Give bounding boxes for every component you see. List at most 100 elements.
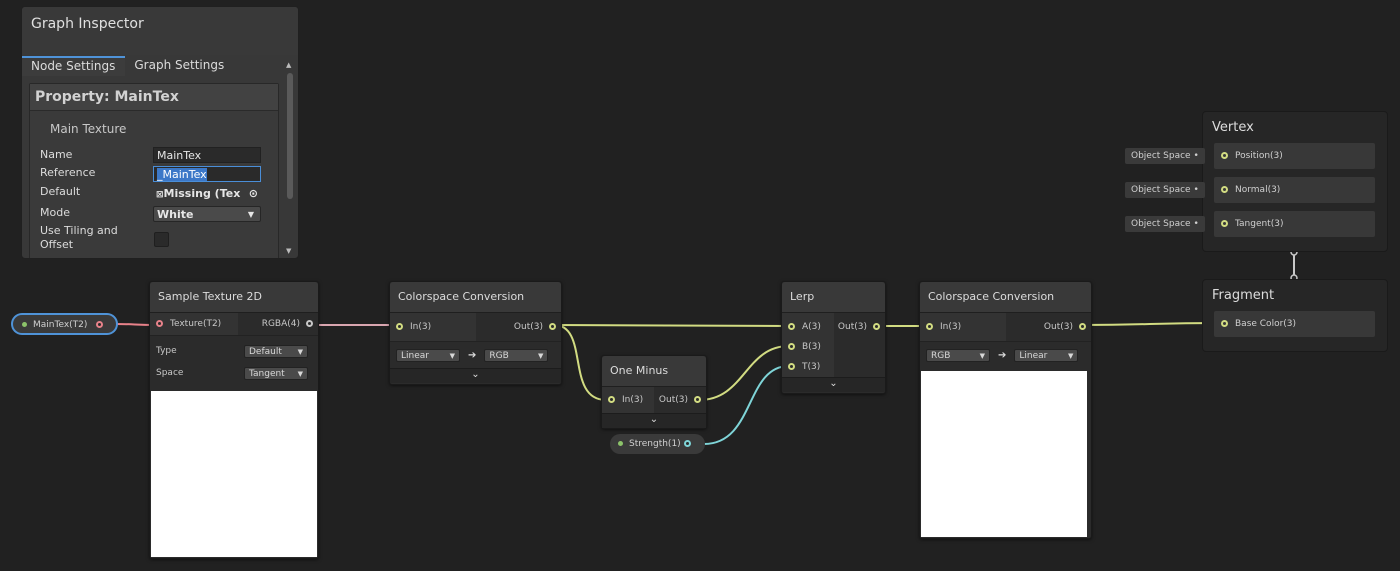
chevron-down-icon: ▼ [979, 351, 985, 360]
cc1-input-port[interactable]: In(3) [390, 313, 476, 341]
oneminus-input-label: In(3) [622, 395, 644, 405]
small-dot-icon: • [1193, 219, 1199, 229]
lerp-input-a[interactable]: A(3) [782, 317, 834, 337]
cc1-expand-button[interactable]: ⌄ [390, 368, 561, 383]
arrow-right-icon: ➔ [468, 349, 477, 361]
scroll-thumb[interactable] [287, 73, 293, 199]
cc2-to-dropdown[interactable]: Linear▼ [1014, 348, 1079, 362]
lerp-a-label: A(3) [802, 322, 821, 332]
fragment-context[interactable]: Fragment Base Color(3) [1202, 279, 1388, 352]
tiling-label-line-1: Use Tiling and [40, 224, 118, 237]
type-dropdown[interactable]: Default▼ [244, 344, 308, 358]
position-label: Position(3) [1235, 151, 1283, 161]
node-title: Sample Texture 2D [150, 282, 318, 313]
strength-output-port[interactable] [684, 440, 691, 447]
object-picker-icon[interactable]: ⊙ [248, 187, 258, 200]
port-dot [1079, 323, 1086, 330]
normal-space-context[interactable]: Object Space • [1125, 182, 1205, 198]
cc2-input-label: In(3) [940, 322, 962, 332]
maintex-property-node[interactable]: MainTex(T2) [12, 314, 117, 334]
port-dot [549, 323, 556, 330]
context-label: Object Space [1131, 219, 1191, 229]
port-dot [1221, 220, 1228, 227]
cc2-output-port[interactable]: Out(3) [1006, 313, 1092, 341]
mode-dropdown[interactable]: White▼ [153, 206, 261, 222]
cc2-input-port[interactable]: In(3) [920, 313, 1006, 341]
chevron-down-icon: ▼ [449, 351, 455, 360]
reference-value: _MainTex [157, 168, 207, 181]
scroll-down-icon[interactable]: ▼ [286, 247, 292, 255]
oneminus-output-label: Out(3) [658, 395, 688, 405]
vertex-block-position[interactable]: Position(3) [1214, 143, 1375, 169]
arrow-right-icon: ➔ [998, 349, 1007, 361]
cc1-to-dropdown[interactable]: RGB▼ [484, 348, 549, 362]
vertex-block-tangent[interactable]: Tangent(3) [1214, 211, 1375, 237]
small-dot-icon: • [1193, 185, 1199, 195]
node-title: One Minus [602, 356, 706, 387]
tangent-space-context[interactable]: Object Space • [1125, 216, 1205, 232]
conversion-preview [921, 371, 1087, 537]
chevron-down-icon: ▼ [297, 347, 303, 356]
wire-oneminus-to-lerp-b [698, 345, 790, 401]
wire-cc2-to-basecolor [1080, 322, 1223, 326]
cc1-output-port[interactable]: Out(3) [476, 313, 562, 341]
context-label: Object Space [1131, 151, 1191, 161]
port-dot [1221, 186, 1228, 193]
colorspace-conversion-node-1[interactable]: Colorspace Conversion In(3) Out(3) Linea… [389, 281, 562, 385]
tab-graph-settings[interactable]: Graph Settings [134, 58, 225, 72]
default-texture-field[interactable]: ⊠Missing (Tex ⊙ [153, 186, 261, 202]
port-dot [306, 320, 313, 327]
cc1-from-dropdown[interactable]: Linear▼ [396, 348, 460, 362]
lerp-expand-button[interactable]: ⌄ [782, 377, 885, 392]
texture-input-port[interactable]: Texture(T2) [150, 313, 238, 335]
normal-label: Normal(3) [1235, 185, 1281, 195]
name-label: Name [40, 148, 73, 161]
one-minus-node[interactable]: One Minus In(3) Out(3) ⌄ [601, 355, 707, 429]
vertex-block-normal[interactable]: Normal(3) [1214, 177, 1375, 203]
section-title: Main Texture [50, 122, 127, 136]
graph-inspector[interactable]: Graph Inspector Node Settings Graph Sett… [21, 6, 299, 259]
rgba-output-port[interactable]: RGBA(4) [238, 313, 318, 335]
sample-texture-2d-node[interactable]: Sample Texture 2D Texture(T2) RGBA(4) Ty… [149, 281, 319, 559]
reference-label: Reference [40, 166, 96, 179]
maintex-output-port[interactable] [96, 321, 103, 328]
cc1-input-label: In(3) [410, 322, 432, 332]
oneminus-output-port[interactable]: Out(3) [654, 387, 706, 413]
space-value: Tangent [249, 368, 285, 379]
oneminus-input-port[interactable]: In(3) [602, 387, 654, 413]
property-dot [22, 322, 27, 327]
node-title: Lerp [782, 282, 885, 313]
space-label: Space [156, 368, 184, 378]
port-dot [1221, 320, 1228, 327]
reference-field[interactable]: _MainTex [153, 166, 261, 182]
name-field[interactable]: MainTex [153, 147, 261, 163]
port-dot [396, 323, 403, 330]
tiling-offset-checkbox[interactable] [154, 232, 169, 247]
oneminus-expand-button[interactable]: ⌄ [602, 413, 706, 428]
tangent-label: Tangent(3) [1235, 219, 1284, 229]
default-label: Default [40, 185, 81, 198]
strength-property-node[interactable]: Strength(1) [610, 434, 705, 454]
position-space-context[interactable]: Object Space • [1125, 148, 1205, 164]
lerp-input-b[interactable]: B(3) [782, 337, 834, 357]
lerp-output-label: Out(3) [837, 322, 867, 332]
chevron-down-icon: ⌄ [649, 414, 659, 425]
lerp-node[interactable]: Lerp A(3) B(3) T(3) Out(3) ⌄ [781, 281, 886, 394]
inspector-scrollbar[interactable]: ▲ ▼ [285, 61, 295, 257]
node-title: Colorspace Conversion [920, 282, 1091, 313]
fragment-block-base-color[interactable]: Base Color(3) [1214, 311, 1375, 337]
lerp-input-t[interactable]: T(3) [782, 357, 834, 377]
space-dropdown[interactable]: Tangent▼ [244, 366, 308, 380]
vertex-context[interactable]: Vertex Position(3) Normal(3) Tangent(3) [1202, 111, 1388, 252]
lerp-output-port[interactable]: Out(3) [834, 317, 886, 337]
inspector-title: Graph Inspector [22, 7, 298, 55]
name-value: MainTex [157, 149, 202, 162]
port-dot [608, 396, 615, 403]
lerp-b-label: B(3) [802, 342, 821, 352]
wire-strength-to-lerp-t [703, 365, 790, 445]
tab-node-settings[interactable]: Node Settings [22, 56, 126, 76]
colorspace-conversion-node-2[interactable]: Colorspace Conversion In(3) Out(3) RGB▼ … [919, 281, 1092, 539]
scroll-up-icon[interactable]: ▲ [286, 61, 292, 69]
cc2-from-dropdown[interactable]: RGB▼ [926, 348, 990, 362]
node-title: Colorspace Conversion [390, 282, 561, 313]
